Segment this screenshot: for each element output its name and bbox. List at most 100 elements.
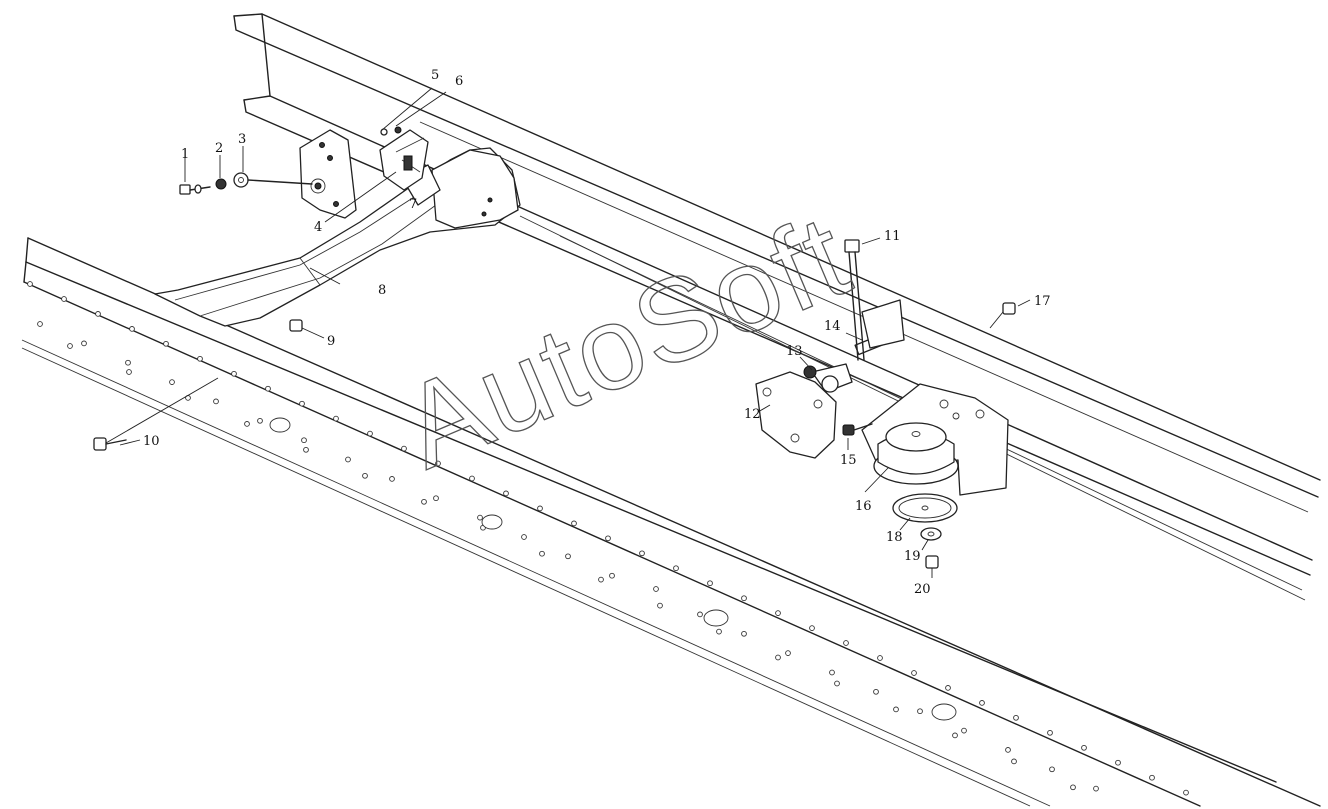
rail-rivet-hole <box>421 498 427 505</box>
callout-3: 3 <box>238 132 246 147</box>
callout-8: 8 <box>378 283 386 298</box>
rail-rivet-hole <box>605 535 611 542</box>
rail-rivet-hole <box>299 400 305 407</box>
rail-rivet-hole <box>565 553 571 560</box>
callout-2: 2 <box>215 141 223 156</box>
rail-rivet-hole <box>639 550 645 557</box>
rail-rivet-hole <box>952 732 958 739</box>
rail-rivet-hole <box>834 680 840 687</box>
rail-rivet-hole <box>197 355 203 362</box>
rail-rivet-hole <box>785 650 791 656</box>
fastener-set-left <box>179 126 402 195</box>
rail-rivet-hole <box>1013 714 1019 721</box>
rail-rivet-hole <box>95 311 101 317</box>
rail-rivet-hole <box>125 359 131 366</box>
rail-rivet-hole <box>539 550 545 557</box>
callout-12: 12 <box>744 407 761 422</box>
rail-rivet-hole <box>521 534 527 540</box>
callout-6: 6 <box>455 74 463 89</box>
callout-13: 13 <box>786 344 803 359</box>
rail-rivet-hole <box>213 398 219 405</box>
rail-rivet-hole <box>598 576 604 583</box>
rail-rivet-hole <box>1183 789 1189 796</box>
callout-labels: 1 2 3 4 5 6 7 8 9 10 11 12 13 14 15 16 1… <box>143 68 1051 597</box>
rail-rivet-hole <box>653 586 659 592</box>
rail-rivet-hole <box>829 669 835 676</box>
rail-rivet-hole <box>697 611 703 618</box>
rail-rivet-hole <box>945 685 951 691</box>
callout-17: 17 <box>1034 294 1051 309</box>
rail-rivet-hole <box>979 700 985 706</box>
rail-rivet-hole <box>345 456 351 463</box>
rail-rivet-hole <box>609 572 615 579</box>
rail-rivet-hole <box>61 296 67 302</box>
callout-15: 15 <box>840 453 857 468</box>
rail-rivet-hole <box>917 708 923 715</box>
callout-7: 7 <box>409 197 417 212</box>
rail-rivet-hole <box>231 370 237 377</box>
rail-rivet-hole <box>893 706 899 713</box>
rail-fasteners <box>93 319 303 451</box>
rail-rivet-hole <box>67 343 73 349</box>
rail-rivet-hole <box>126 369 132 375</box>
callout-5: 5 <box>431 68 439 83</box>
rail-rivet-hole <box>129 326 135 332</box>
rail-rivet-hole <box>435 460 441 467</box>
rail-rivet-hole <box>401 445 407 452</box>
rail-rivet-hole <box>741 630 747 637</box>
engine-mount-assembly <box>842 302 1016 569</box>
rail-rivet-hole <box>469 475 475 482</box>
rail-rivet-hole <box>303 446 309 453</box>
rail-rivet-hole <box>1011 758 1017 765</box>
callout-14: 14 <box>824 319 841 334</box>
rail-rivet-hole <box>961 727 967 734</box>
rail-rivet-hole <box>1115 759 1121 766</box>
left-bracket <box>299 129 429 219</box>
leader-lines <box>105 87 1031 578</box>
rail-rivet-hole <box>389 476 395 482</box>
rail-rivet-hole <box>843 640 849 646</box>
rail-rivet-hole <box>1070 784 1076 791</box>
rail-rivet-hole <box>81 340 87 347</box>
rail-rivet-hole <box>741 595 747 602</box>
rail-rivet-hole <box>877 655 883 661</box>
rail-rivet-hole <box>367 430 373 437</box>
right-bracket-12 <box>755 299 905 459</box>
rail-rivet-hole <box>477 514 483 521</box>
lower-frame-rail <box>21 237 1321 807</box>
rail-rivet-hole <box>362 472 368 479</box>
callout-19: 19 <box>904 549 921 564</box>
rail-rivet-hole <box>1049 766 1055 773</box>
long-bolt-11 <box>844 239 865 361</box>
rail-rivet-hole <box>257 417 263 424</box>
rail-rivet-hole <box>716 628 722 635</box>
callout-18: 18 <box>886 530 903 545</box>
rail-rivet-hole <box>571 520 577 527</box>
rail-rivet-hole <box>27 281 33 287</box>
rail-rivet-hole <box>333 415 339 422</box>
callout-4: 4 <box>314 220 322 235</box>
callout-1: 1 <box>181 147 189 162</box>
rail-rivet-hole <box>169 379 175 385</box>
callout-16: 16 <box>855 499 872 514</box>
rail-rivet-hole <box>657 602 663 609</box>
rail-rivet-hole <box>37 321 43 327</box>
rail-rivet-hole <box>707 580 713 587</box>
rail-rivet-hole <box>244 421 250 427</box>
callout-11: 11 <box>884 229 901 244</box>
rail-rivet-hole <box>673 565 679 572</box>
rail-rivet-hole <box>1005 747 1011 753</box>
rail-rivet-hole <box>873 688 879 695</box>
rail-rivet-hole <box>1047 729 1053 736</box>
rail-rivet-hole <box>775 654 781 661</box>
rail-rivet-hole <box>301 437 307 444</box>
rail-rivet-hole <box>775 610 781 616</box>
rail-rivet-hole <box>163 340 169 347</box>
rail-rivet-hole <box>1093 785 1099 792</box>
rail-rivet-hole <box>809 625 815 631</box>
callout-20: 20 <box>914 582 931 597</box>
rail-rivet-hole <box>265 385 271 392</box>
rail-rivet-hole <box>433 495 439 502</box>
